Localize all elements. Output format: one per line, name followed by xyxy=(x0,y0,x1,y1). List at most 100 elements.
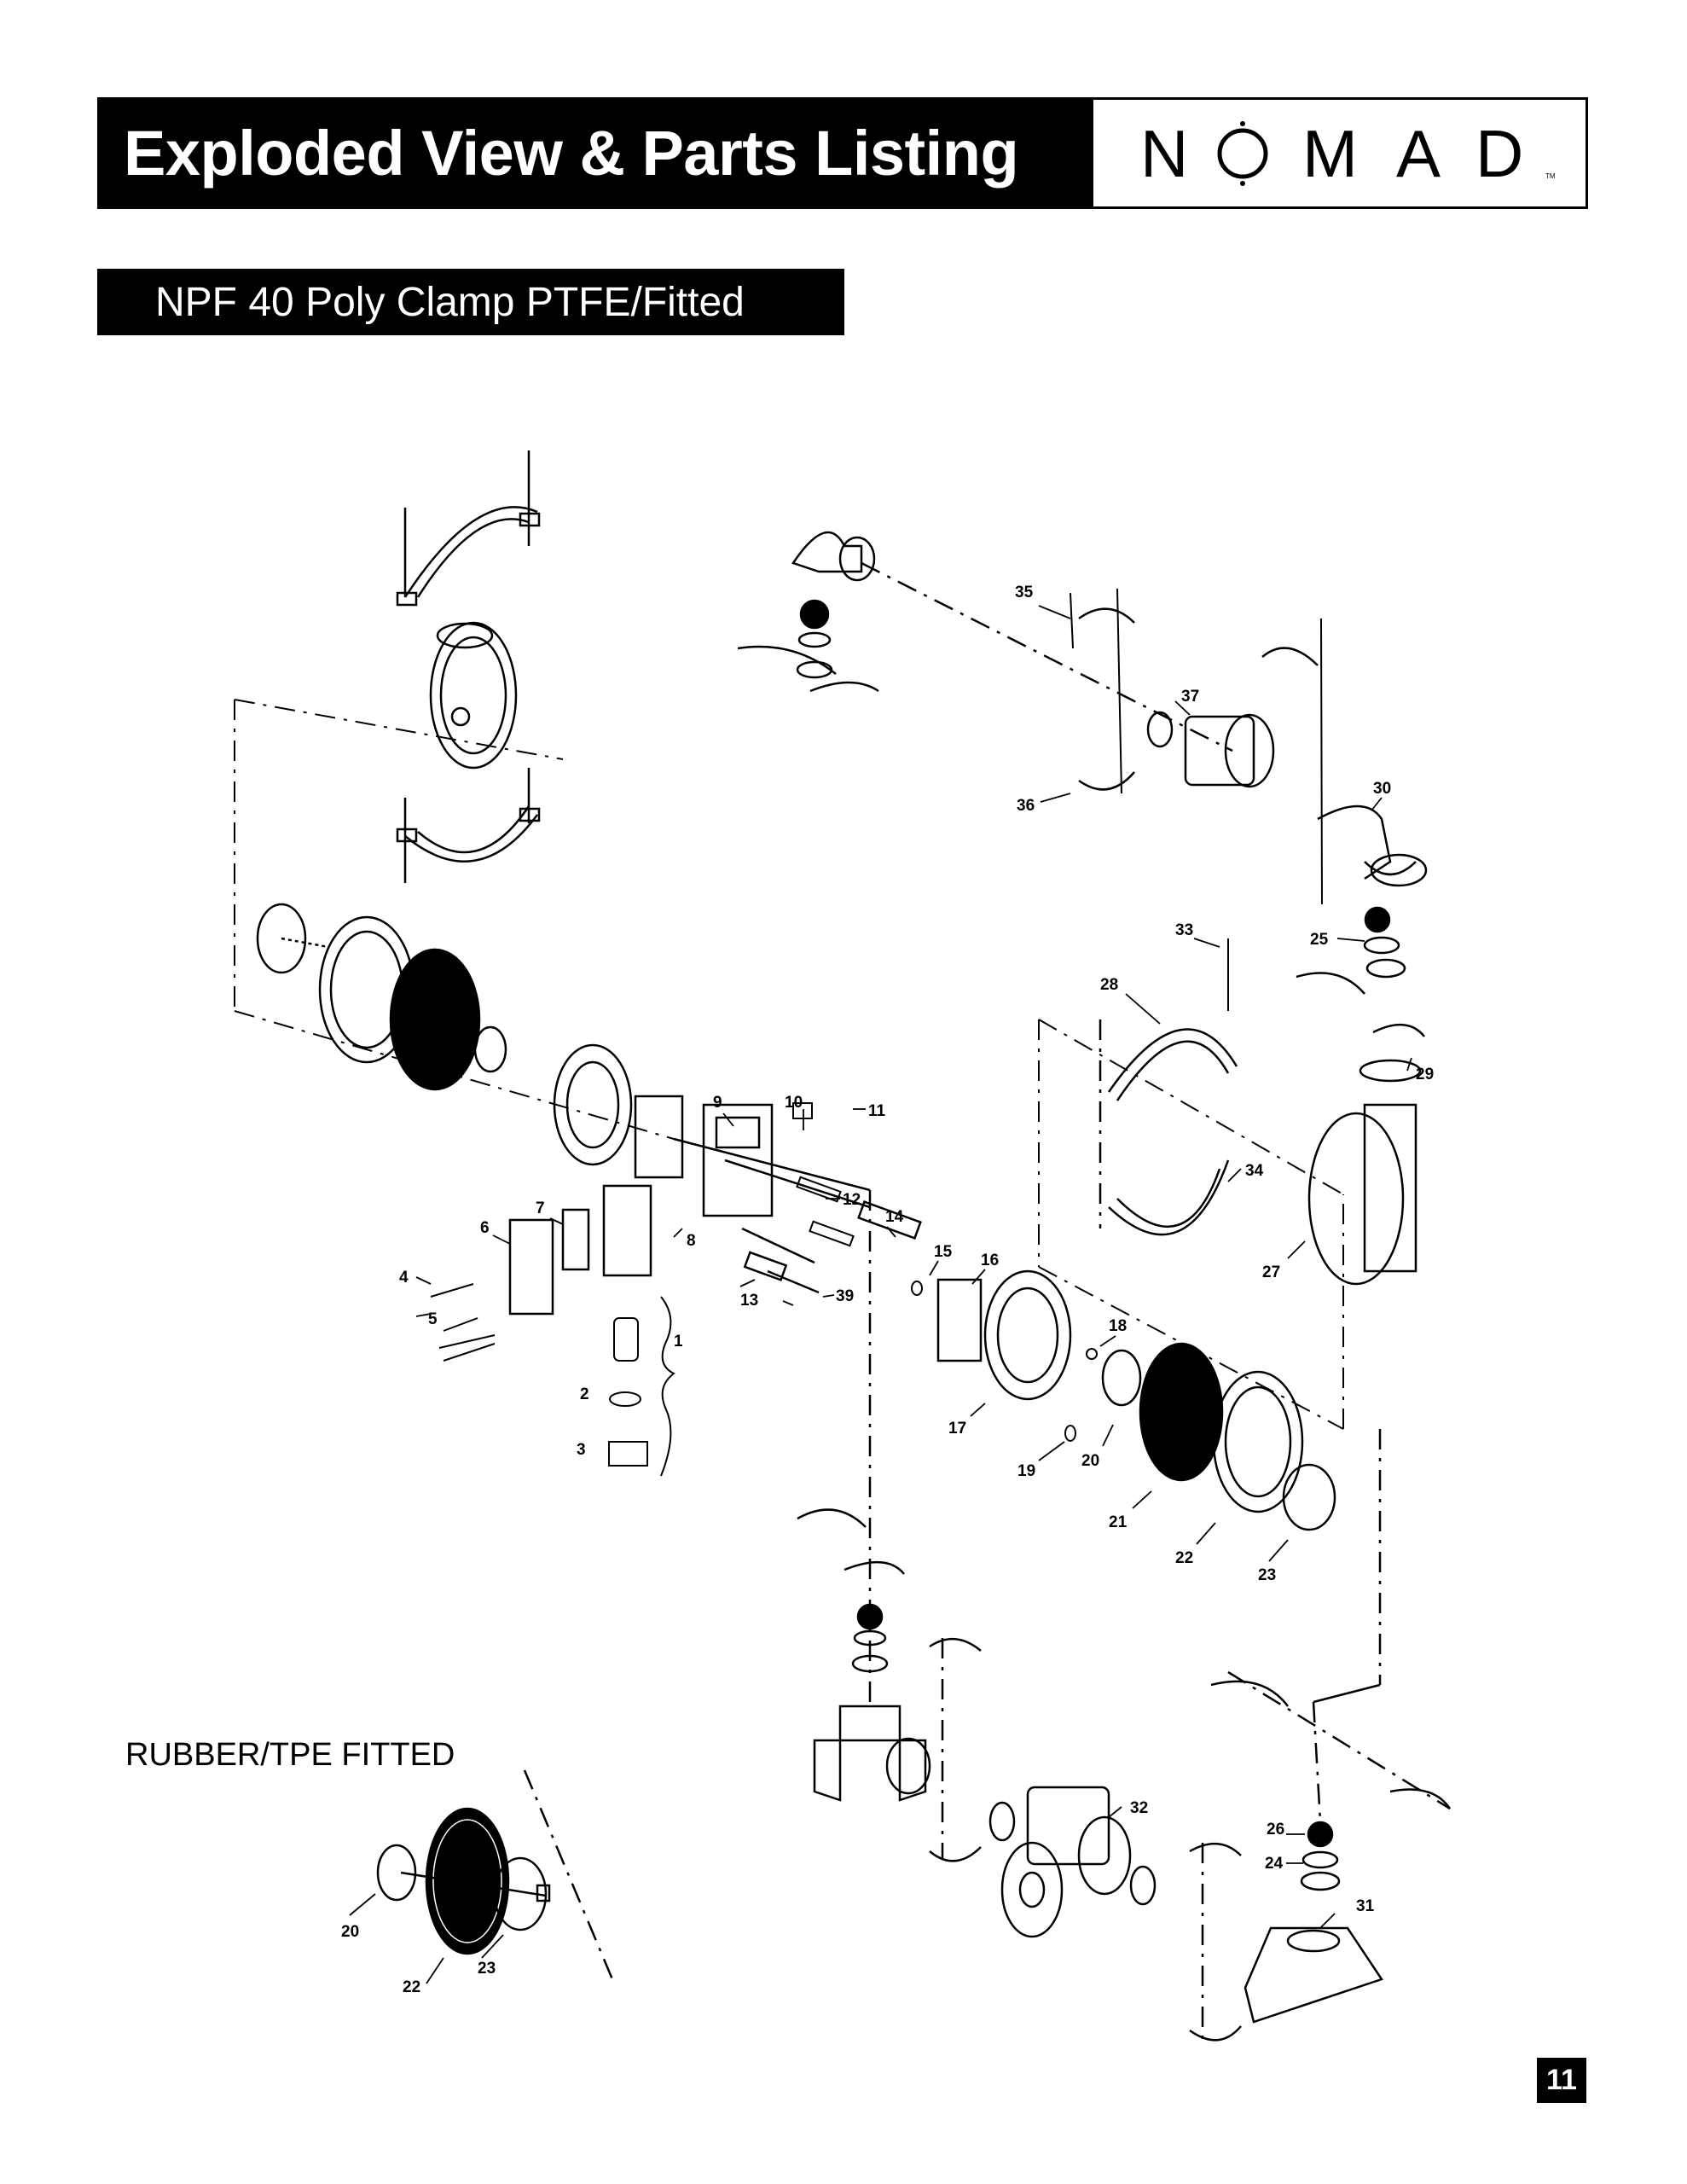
logo-letter-m: M xyxy=(1302,116,1358,191)
assembly-frame-right xyxy=(1038,1019,1344,1430)
callout-39: 39 xyxy=(836,1287,854,1305)
shaft-14 xyxy=(857,1200,922,1240)
callout-22: 22 xyxy=(1175,1549,1193,1567)
callout-24: 24 xyxy=(1265,1855,1284,1873)
callout-15: 15 xyxy=(934,1243,953,1261)
page-title: Exploded View & Parts Listing xyxy=(100,100,1093,206)
oring-2 xyxy=(609,1391,641,1407)
chamber-27 xyxy=(1307,1112,1405,1286)
gasket-16 xyxy=(936,1278,983,1362)
oring-15 xyxy=(911,1281,923,1296)
inset-diaphragm-22 xyxy=(425,1807,510,1955)
nomad-logo-mark: N M A D TM xyxy=(1140,116,1556,191)
check-ball-top xyxy=(799,599,830,630)
callout-13: 13 xyxy=(740,1292,758,1310)
right-fluid-chamber xyxy=(1099,1019,1422,1286)
inset-title: RUBBER/TPE FITTED xyxy=(125,1737,455,1773)
logo-letter-d: D xyxy=(1475,116,1523,191)
clamp-28-upper xyxy=(1107,1028,1238,1093)
bracket-1 xyxy=(660,1296,675,1477)
callout-8: 8 xyxy=(687,1232,696,1250)
callout-18: 18 xyxy=(1109,1317,1127,1335)
elbow-30-top xyxy=(791,531,863,573)
inner-piston xyxy=(473,1025,507,1073)
bolt-18 xyxy=(1086,1348,1098,1360)
air-chamber-left xyxy=(553,1043,633,1166)
backup-diaphragm-22 xyxy=(1212,1370,1304,1513)
callout-5: 5 xyxy=(428,1310,438,1328)
ptfe-diaphragm xyxy=(389,948,481,1091)
end-cap-6 xyxy=(508,1218,554,1316)
logo-o-ring xyxy=(1217,128,1268,179)
page-header: Exploded View & Parts Listing N M A D TM xyxy=(97,97,1588,209)
outer-piston-23 xyxy=(1282,1463,1336,1531)
callout-28: 28 xyxy=(1100,976,1118,994)
center-air-valve xyxy=(508,1103,922,1316)
callout-30: 30 xyxy=(1373,780,1391,798)
right-diaphragm-stack xyxy=(936,1269,1336,1531)
clamp-35 xyxy=(1078,607,1135,624)
model-subtitle: NPF 40 Poly Clamp PTFE/Fitted xyxy=(97,269,844,335)
callout-27: 27 xyxy=(1262,1263,1280,1281)
callout-20: 20 xyxy=(1081,1452,1099,1470)
gasket-7 xyxy=(561,1208,590,1271)
callout-36: 36 xyxy=(1017,797,1035,815)
callout-29: 29 xyxy=(1416,1066,1434,1083)
check-ball-25 xyxy=(1364,906,1391,933)
bottom-elbow-31 xyxy=(1244,1926,1383,2024)
callout-34: 34 xyxy=(1245,1162,1264,1180)
callout-35: 35 xyxy=(1015,584,1034,601)
fasteners-and-smallparts xyxy=(430,588,1323,1477)
gasket-plate xyxy=(634,1095,684,1179)
callout-21: 21 xyxy=(1109,1513,1128,1531)
tee-manifold-32 xyxy=(1026,1786,1110,1866)
bottom-manifold xyxy=(673,1137,1452,2042)
top-left-manifold-group xyxy=(396,450,541,883)
page-number: 11 xyxy=(1537,2058,1586,2103)
outer-piston xyxy=(256,903,307,974)
inner-piston-20 xyxy=(1101,1349,1142,1407)
callout-4: 4 xyxy=(399,1269,409,1287)
inset-piston-20 xyxy=(376,1844,417,1902)
clamp-36 xyxy=(1078,771,1135,791)
callout-14: 14 xyxy=(885,1208,904,1226)
callout-11: 11 xyxy=(868,1102,886,1120)
callout-26: 26 xyxy=(1267,1821,1284,1838)
pilot-spool-1 xyxy=(613,1317,639,1362)
inset-piston-23 xyxy=(493,1856,548,1931)
callout-25: 25 xyxy=(1310,931,1329,949)
top-manifold xyxy=(737,531,1428,1037)
bolt-4 xyxy=(430,1283,474,1298)
callout-7: 7 xyxy=(536,1199,545,1217)
nomad-logo: N M A D TM xyxy=(1093,100,1586,206)
plug-10 xyxy=(792,1102,813,1119)
inset-callout-23: 23 xyxy=(478,1960,496,1978)
elbow-30 xyxy=(1317,804,1392,880)
callout-2: 2 xyxy=(580,1385,589,1403)
inset-callout-20: 20 xyxy=(341,1923,359,1941)
outer-chamber xyxy=(429,621,518,770)
callout-19: 19 xyxy=(1017,1462,1035,1480)
clamp-band xyxy=(403,506,538,598)
callout-9: 9 xyxy=(713,1094,722,1112)
muffler-block xyxy=(602,1184,652,1277)
callout-12: 12 xyxy=(843,1191,861,1209)
ptfe-diaphragm-21 xyxy=(1139,1342,1224,1482)
assembly-frame-left xyxy=(234,699,675,1140)
foot-left xyxy=(813,1739,842,1802)
pin-12 xyxy=(796,1176,842,1203)
tee-manifold-37 xyxy=(1184,715,1255,787)
left-diaphragm-stack xyxy=(256,903,684,1179)
washer-19 xyxy=(1064,1425,1076,1442)
callout-17: 17 xyxy=(948,1420,966,1438)
callout-37: 37 xyxy=(1181,688,1199,706)
trademark-mark: TM xyxy=(1545,172,1556,180)
callout-10: 10 xyxy=(785,1094,803,1112)
inset-callout-22: 22 xyxy=(403,1978,420,1996)
callout-6: 6 xyxy=(480,1219,490,1237)
callout-33: 33 xyxy=(1175,921,1193,939)
cap-3 xyxy=(608,1441,648,1467)
clamp-28-lower xyxy=(1108,1159,1230,1236)
spool-13 xyxy=(743,1251,788,1281)
